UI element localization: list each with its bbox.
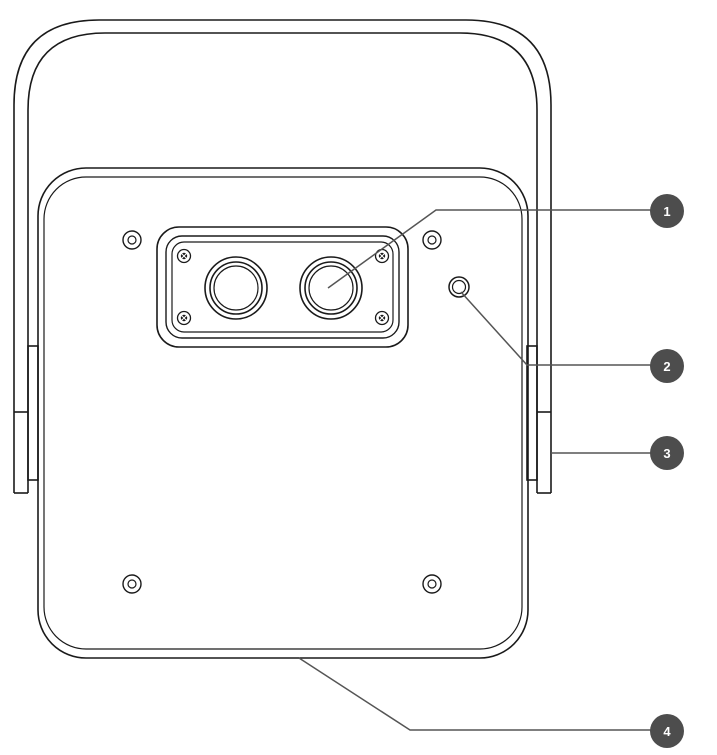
- callout-3: 3: [650, 436, 684, 470]
- callout-4: 4: [650, 714, 684, 748]
- callout-number-2: 2: [663, 359, 670, 374]
- panel-screws: [122, 230, 442, 594]
- callout-number-4: 4: [663, 724, 671, 739]
- lens-right-glass: [308, 265, 354, 311]
- bracket-right-pivot: [526, 345, 538, 481]
- lens-right-outer-ring: [299, 256, 363, 320]
- leader-line-2: [460, 291, 655, 366]
- lens-left-outer-ring: [204, 256, 268, 320]
- callout-2: 2: [650, 349, 684, 383]
- callout-badge: [650, 714, 684, 748]
- leader-lines: [298, 209, 655, 731]
- leader-line-4: [298, 657, 655, 731]
- indicator-sensor: [448, 276, 470, 298]
- bracket-outer-edge: [13, 19, 552, 493]
- lens-module-plate: [171, 241, 394, 333]
- housing: [37, 167, 529, 659]
- callout-badge: [650, 194, 684, 228]
- leader-line-1: [327, 209, 655, 289]
- callout-badge: [650, 349, 684, 383]
- callout-number-1: 1: [663, 204, 670, 219]
- callout-badge: [650, 436, 684, 470]
- lens-right-mid-ring: [304, 261, 358, 315]
- lens-right: [299, 256, 363, 320]
- module-screw-bottom-left: [176, 310, 192, 326]
- lens-module: [156, 226, 409, 348]
- panel-screw-top-right: [422, 230, 442, 250]
- panel-screw-top-left: [122, 230, 142, 250]
- lens-module-bezel: [156, 226, 409, 348]
- module-screw-top-left: [176, 248, 192, 264]
- lens-left: [204, 256, 268, 320]
- housing-inner: [43, 176, 523, 650]
- housing-outer: [37, 167, 529, 659]
- module-screw-bottom-right: [374, 310, 390, 326]
- bracket-inner-edge: [27, 32, 538, 493]
- callout-number-3: 3: [663, 446, 670, 461]
- lens-module-frame: [165, 235, 400, 339]
- panel-screw-bottom-right: [422, 574, 442, 594]
- callout-1: 1: [650, 194, 684, 228]
- panel-screw-bottom-left: [122, 574, 142, 594]
- lens-left-mid-ring: [209, 261, 263, 315]
- lens-left-glass: [213, 265, 259, 311]
